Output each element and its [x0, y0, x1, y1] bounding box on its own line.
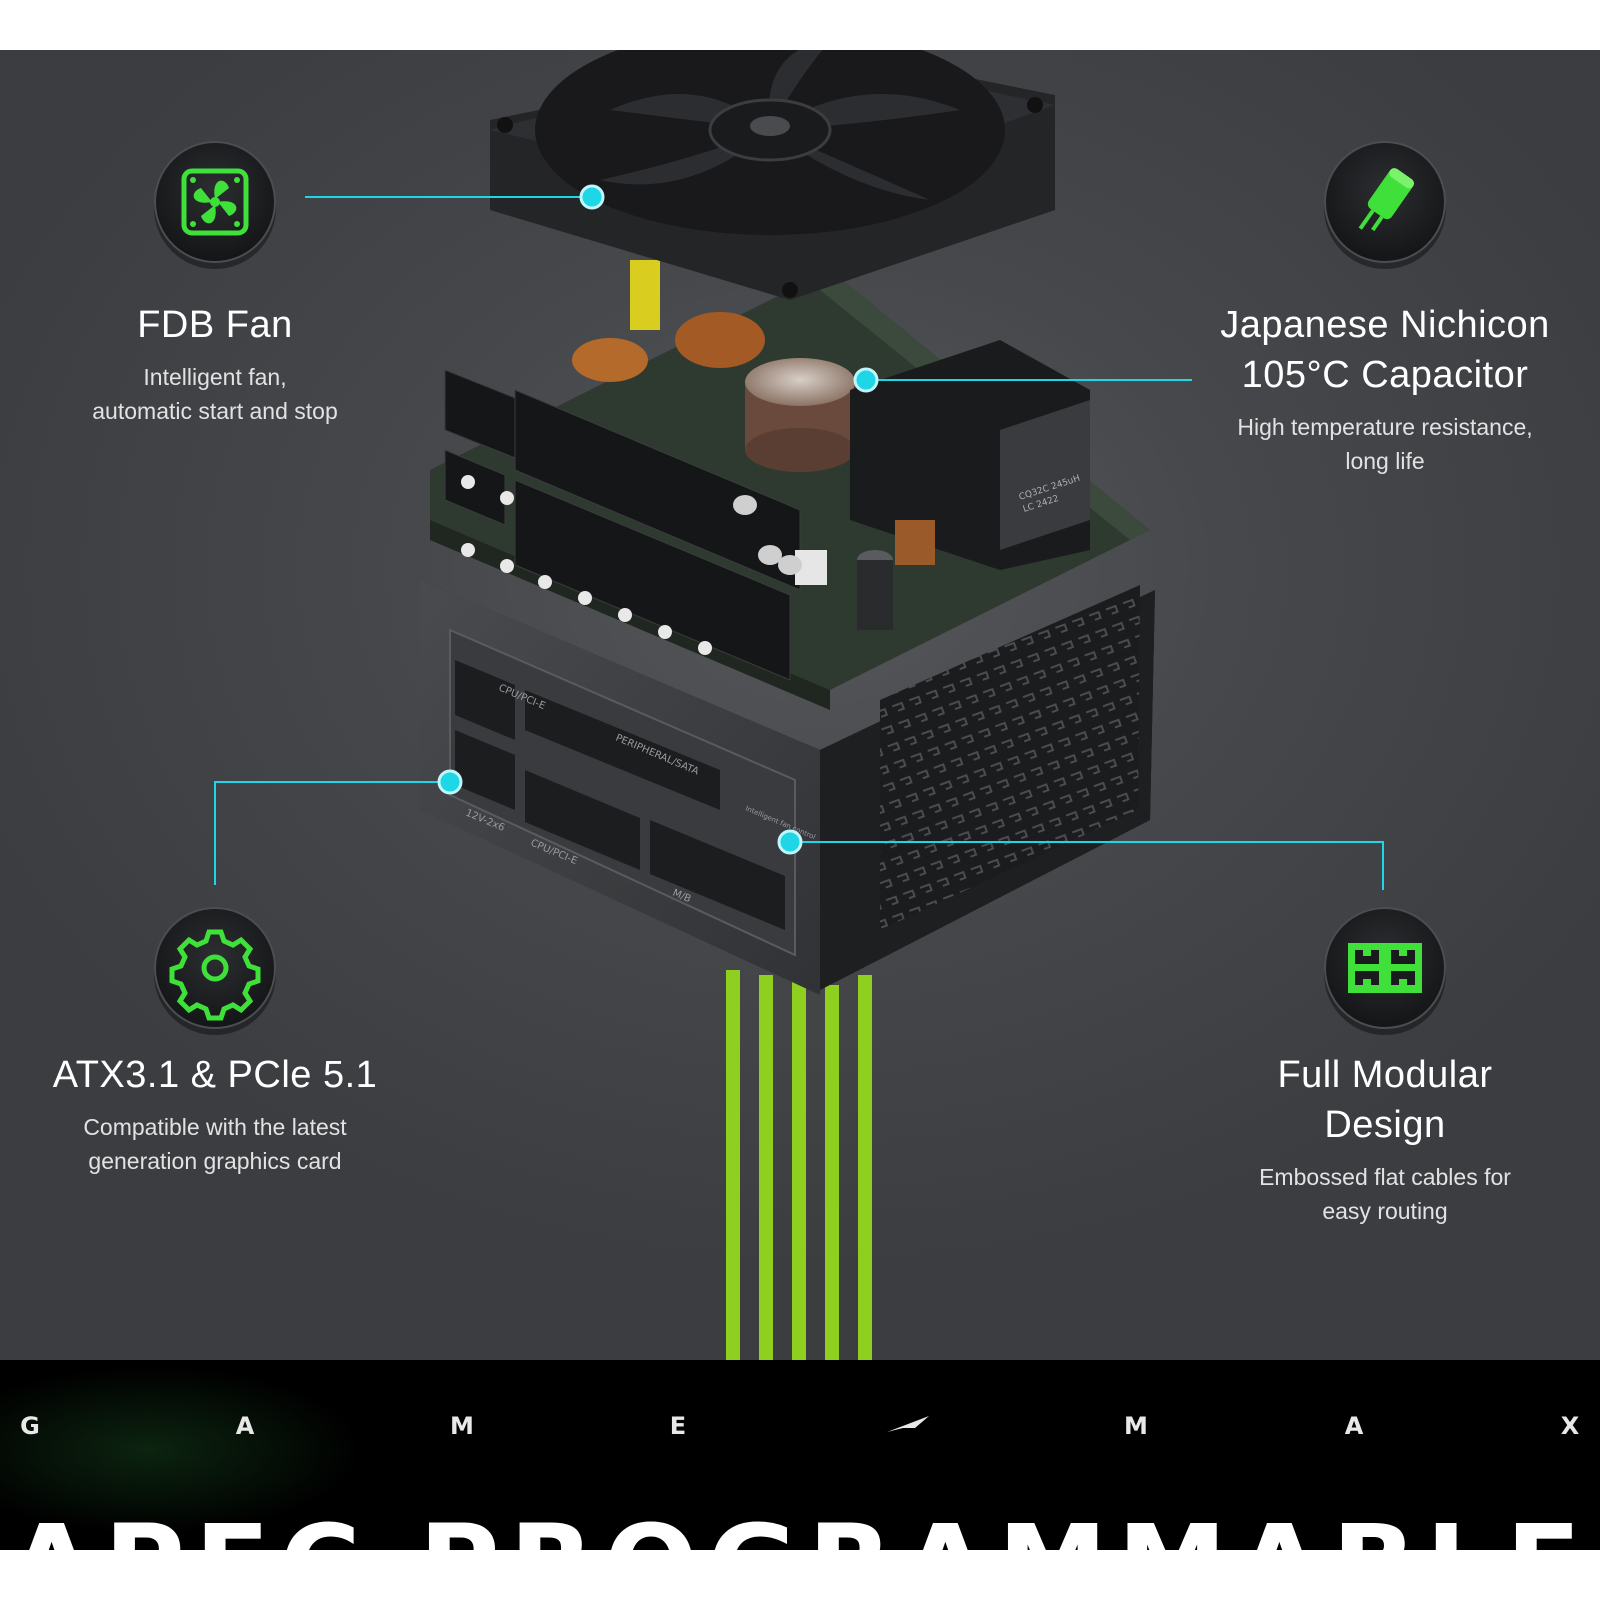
modular-cables: [726, 970, 872, 1360]
feature-description: High temperature resistance, long life: [1237, 414, 1533, 474]
capacitor-icon: [1324, 141, 1446, 269]
brand-letter: A: [235, 1412, 255, 1440]
callout-dot-atx: [437, 769, 463, 795]
fdb-fan-unit: [490, 50, 1055, 300]
callout-lines: [214, 196, 1384, 890]
page-bottom-margin: [0, 1550, 1600, 1600]
feature-nichicon-capacitor: Japanese Nichicon 105°C Capacitor High t…: [1165, 300, 1600, 478]
fan-icon: [154, 141, 276, 269]
brand-letter: E: [669, 1412, 687, 1440]
feature-description: Embossed flat cables for easy routing: [1259, 1164, 1511, 1224]
gamemax-wing-icon: [887, 1416, 929, 1432]
feature-atx-pcie: ATX3.1 & PCle 5.1 Compatible with the la…: [30, 1050, 400, 1178]
feature-title: ATX3.1 & PCle 5.1: [52, 1054, 378, 1096]
feature-fdb-fan: FDB Fan Intelligent fan, automatic start…: [40, 300, 390, 428]
feature-title: FDB Fan: [137, 304, 293, 346]
callout-dot-fan: [579, 184, 605, 210]
brand-letter: G: [20, 1412, 40, 1440]
brand-letter: M: [450, 1412, 474, 1440]
product-hero: CPU/PCI-E PERIPHERAL/SATA 12V-2x6 CPU/PC…: [0, 50, 1600, 1360]
feature-full-modular: Full Modular Design Embossed flat cables…: [1205, 1050, 1565, 1228]
brand-banner: G A M E M A X APEC PROGRAMMABLE: [0, 1360, 1600, 1550]
callout-dot-capacitor: [853, 367, 879, 393]
modular-connector-bank: [444, 369, 801, 681]
feature-description: Intelligent fan, automatic start and sto…: [92, 364, 338, 424]
psu-exploded-illustration: CPU/PCI-E PERIPHERAL/SATA 12V-2x6 CPU/PC…: [154, 50, 1446, 1360]
modular-connector-icon: [1324, 907, 1446, 1035]
psu-housing: CPU/PCI-E PERIPHERAL/SATA 12V-2x6 CPU/PC…: [420, 580, 1155, 995]
brand-letter: M: [1124, 1412, 1148, 1440]
brand-letter: X: [1560, 1412, 1580, 1440]
psu-components: CQ32C 245uH LC 2422: [572, 260, 1090, 630]
feature-description: Compatible with the latest generation gr…: [83, 1114, 347, 1174]
feature-title: Full Modular Design: [1277, 1054, 1493, 1146]
callout-dot-modular: [777, 829, 803, 855]
gear-icon: [154, 907, 276, 1035]
banner-headline: APEC PROGRAMMABLE: [0, 1510, 1600, 1550]
callout-dots: [437, 184, 879, 855]
brand-letter: A: [1344, 1412, 1364, 1440]
brand-letter-row: G A M E M A X: [0, 1412, 1600, 1452]
feature-title: Japanese Nichicon 105°C Capacitor: [1220, 304, 1550, 396]
